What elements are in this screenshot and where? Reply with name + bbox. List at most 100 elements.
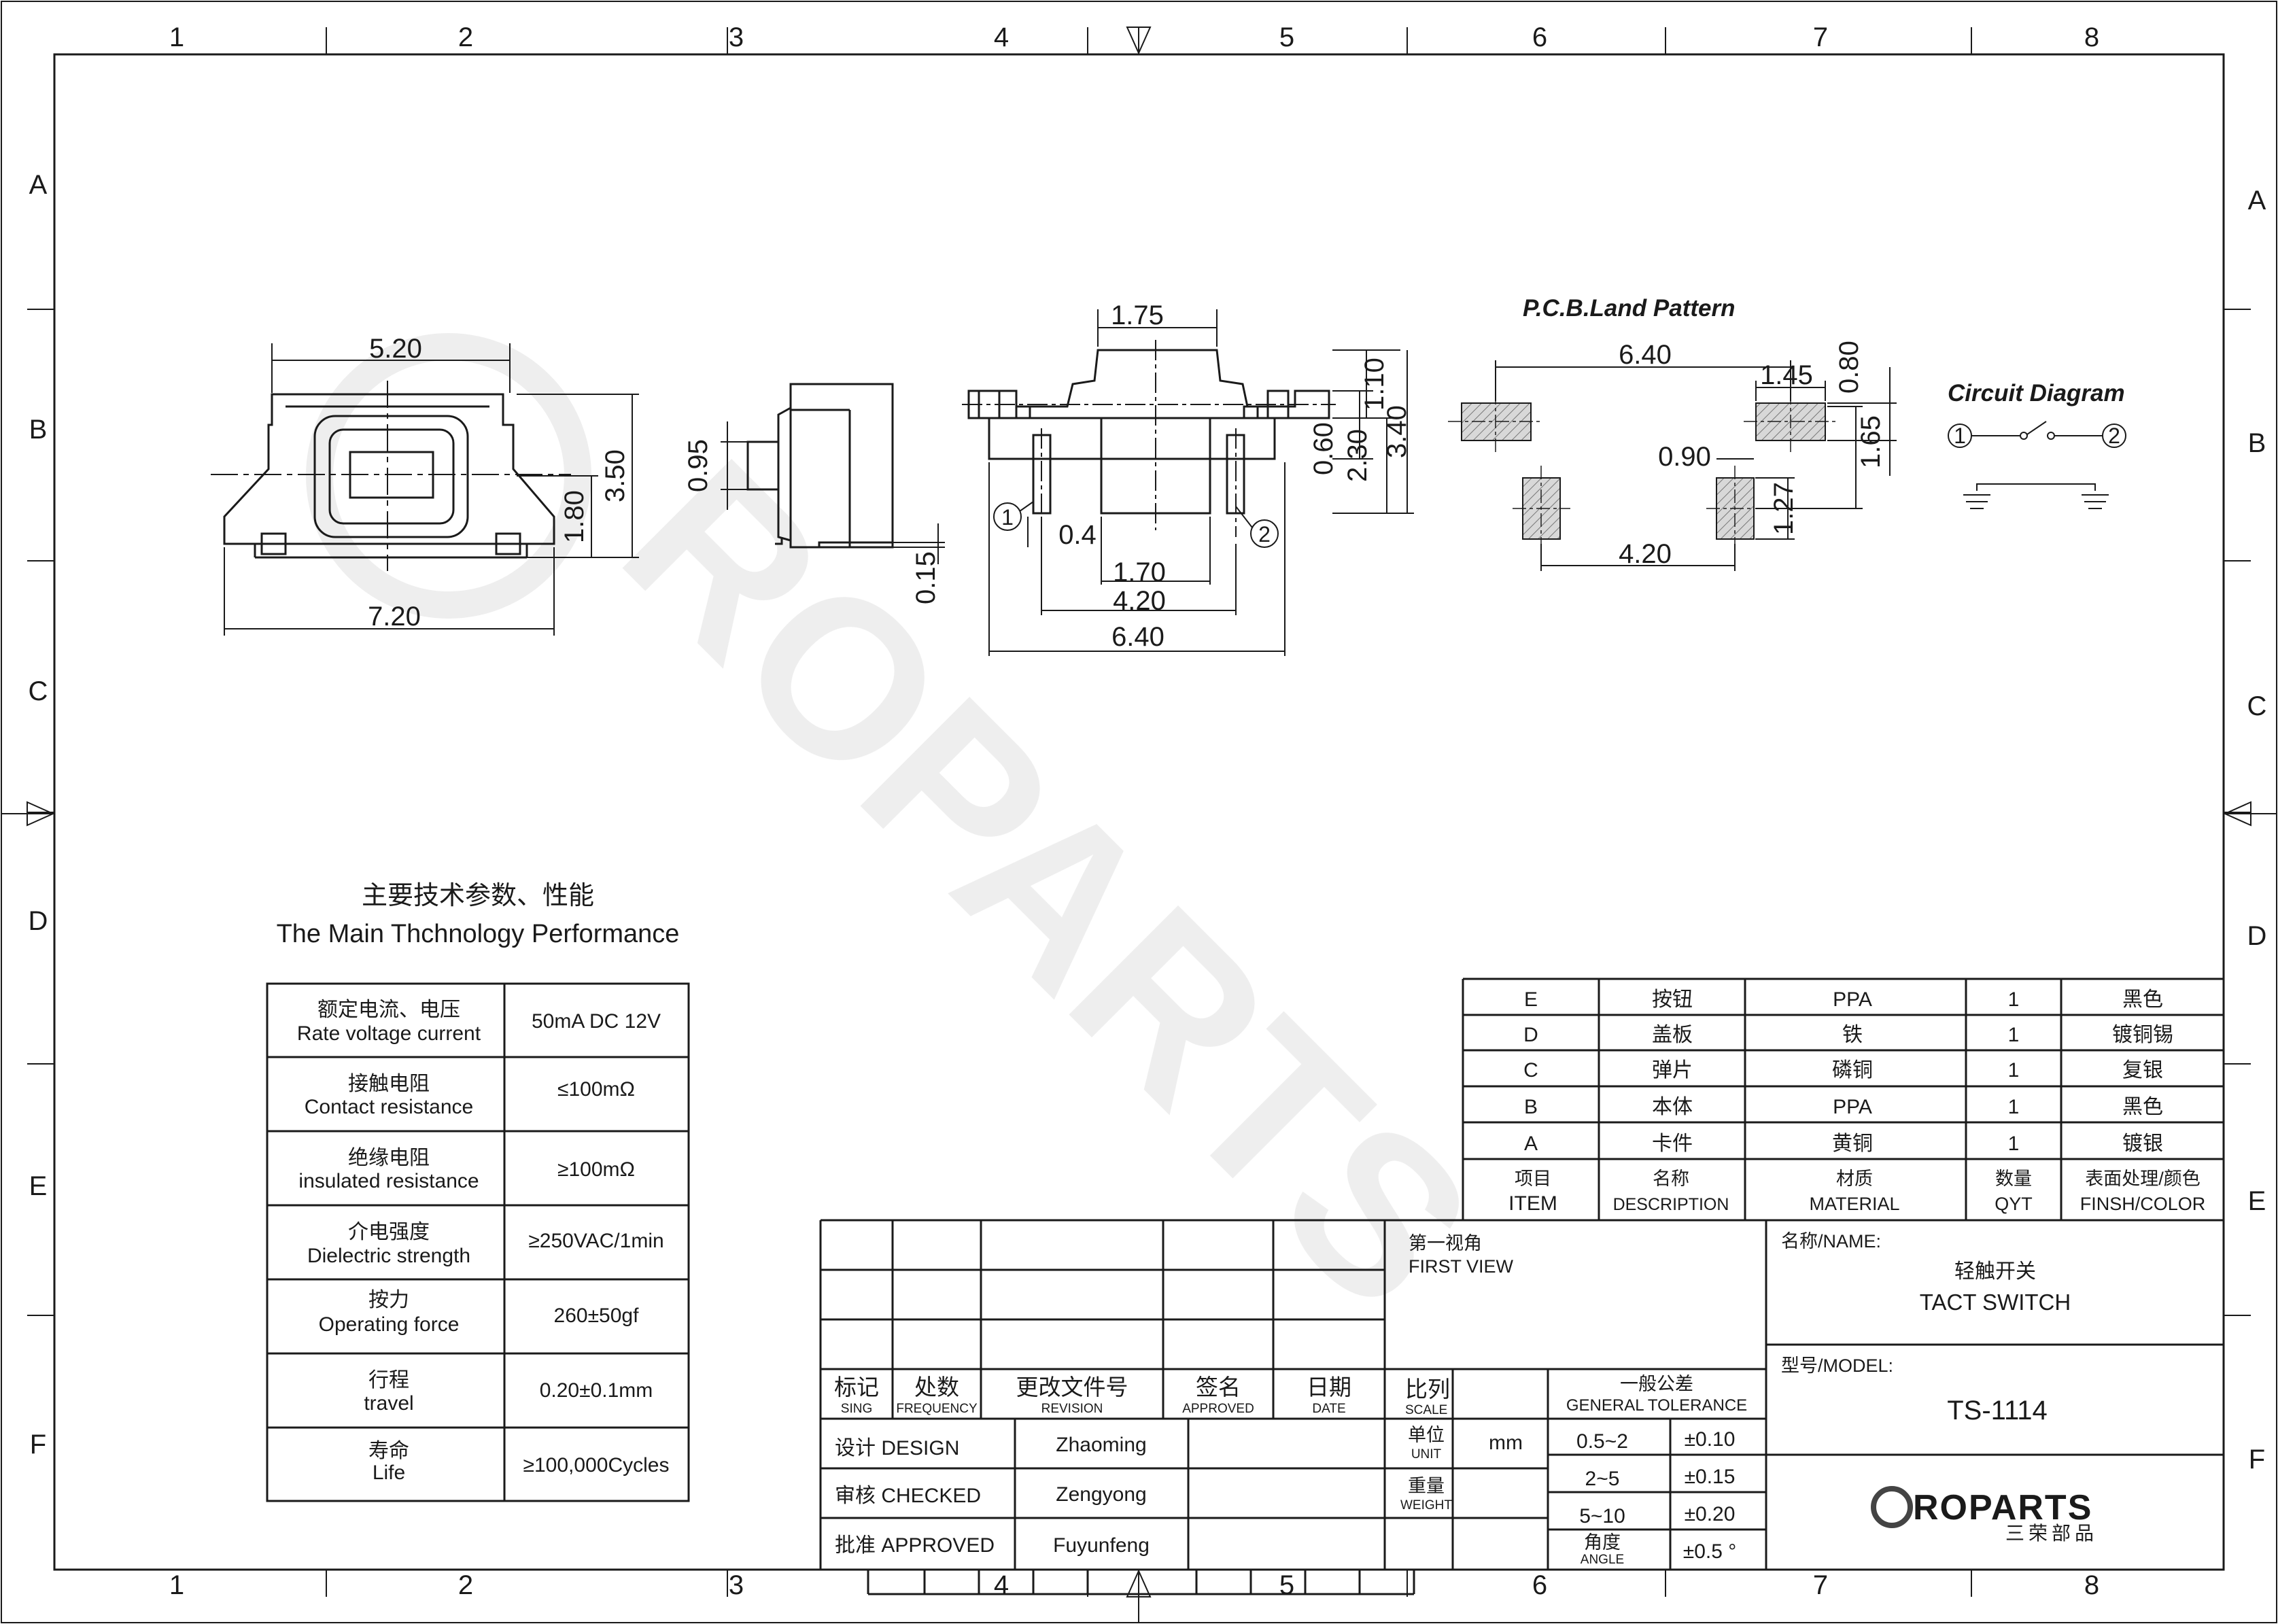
- row-label-left: D: [29, 906, 48, 936]
- bom-header-qty-cn: 数量: [1995, 1169, 2032, 1189]
- row-label-right: F: [2249, 1445, 2265, 1474]
- pin-label-1: 1: [1001, 505, 1014, 530]
- bom-finish: 复银: [2122, 1059, 2163, 1082]
- dim-actuator: 0.95: [683, 439, 713, 492]
- dim-lead: 0.15: [911, 551, 941, 604]
- bom-header-desc-en: DESCRIPTION: [1613, 1195, 1729, 1214]
- rev-header-en: DATE: [1312, 1402, 1345, 1416]
- logo-text: ROPARTS: [1913, 1488, 2092, 1527]
- unit-value: mm: [1489, 1432, 1523, 1454]
- bom-qty: 1: [2008, 1096, 2020, 1118]
- bom-header-fin-cn: 表面处理/颜色: [2085, 1169, 2201, 1189]
- bom-header-qty-en: QYT: [1995, 1194, 2033, 1214]
- tol-value: ±0.20: [1685, 1503, 1736, 1525]
- bom-finish: 黑色: [2122, 1096, 2163, 1118]
- col-label-bottom: 2: [458, 1570, 473, 1600]
- pcb-dim-6-40: 6.40: [1619, 340, 1672, 370]
- col-label-bottom: 1: [169, 1570, 184, 1600]
- weight-cn: 重量: [1408, 1476, 1445, 1496]
- bom-item: D: [1523, 1024, 1538, 1046]
- grid-labels: 1 2 3 4 5 6 7 8 1 2 3 4 5 6 7 8 A B C D …: [29, 22, 2267, 1600]
- col-label-top: 3: [729, 22, 744, 52]
- approved-name: Fuyunfeng: [1053, 1534, 1150, 1557]
- bom-qty: 1: [2008, 1059, 2020, 1082]
- perf-row-value: ≥100,000Cycles: [523, 1454, 670, 1476]
- bom-header-mat-en: MATERIAL: [1809, 1194, 1899, 1214]
- perf-row-cn: 接触电阻: [348, 1073, 430, 1095]
- unit-en: UNIT: [1411, 1447, 1442, 1462]
- bom-qty: 1: [2008, 1024, 2020, 1046]
- pcb-dim-1-65: 1.65: [1856, 415, 1886, 468]
- tol-value: ±0.10: [1685, 1428, 1736, 1451]
- perf-row-cn: 按力: [368, 1289, 409, 1311]
- col-label-bottom: 4: [994, 1570, 1009, 1600]
- bom-desc: 弹片: [1652, 1059, 1693, 1082]
- bom-item: E: [1524, 988, 1538, 1011]
- rev-header-cn: 处数: [914, 1375, 959, 1400]
- bom-material: PPA: [1833, 988, 1872, 1011]
- tol-value: ±0.15: [1685, 1466, 1736, 1488]
- dim-top-width: 5.20: [369, 334, 422, 364]
- dim-0-60: 0.60: [1309, 422, 1339, 475]
- perf-row-en: Rate voltage current: [297, 1022, 481, 1045]
- scale-en: SCALE: [1405, 1403, 1447, 1417]
- col-label-bottom: 6: [1532, 1570, 1547, 1600]
- pcb-dim-0-80: 0.80: [1834, 341, 1864, 394]
- bom-material: 铁: [1842, 1024, 1863, 1046]
- circuit-diagram: Circuit Diagram 1 2: [1948, 380, 2126, 509]
- bom-finish: 黑色: [2122, 988, 2163, 1011]
- front-view-dimensions: 5.20 7.20 3.50 1.80: [368, 334, 630, 632]
- dim-actuator-width: 1.75: [1111, 300, 1164, 330]
- angle-value: ±0.5 °: [1683, 1540, 1737, 1563]
- tol-range: 2~5: [1585, 1468, 1620, 1490]
- dim-6-40: 6.40: [1111, 622, 1164, 652]
- perf-row-en: Dielectric strength: [307, 1245, 470, 1267]
- approved-label: 批准 APPROVED: [835, 1534, 995, 1557]
- perf-row-value: 260±50gf: [554, 1305, 640, 1327]
- dim-2-30: 2.30: [1343, 429, 1373, 482]
- tolerance-en: GENERAL TOLERANCE: [1566, 1396, 1747, 1415]
- bom-header-fin-en: FINSH/COLOR: [2080, 1194, 2206, 1214]
- perf-row-cn: 行程: [368, 1369, 409, 1392]
- performance-section: 主要技术参数、性能 The Main Thchnology Performanc…: [266, 882, 690, 1502]
- perf-row-en: Operating force: [319, 1313, 460, 1336]
- unit-cn: 单位: [1408, 1425, 1445, 1445]
- dim-3-40: 3.40: [1382, 405, 1412, 458]
- perf-row-en: Contact resistance: [305, 1096, 473, 1118]
- main-view-dimensions: 1.75 1.10 0.60 2.30 3.40 0.4 1.70 4.20 6…: [1001, 300, 1412, 652]
- logo-subtext: 三荣部品: [2005, 1523, 2098, 1544]
- pcb-land-pattern: P.C.B.Land Pattern: [1448, 295, 1897, 571]
- pin-label-2: 2: [1258, 522, 1271, 547]
- row-label-right: A: [2248, 186, 2266, 215]
- bom-material: 磷铜: [1832, 1059, 1873, 1082]
- row-label-right: C: [2247, 691, 2267, 721]
- title-block: 标记 SING 处数 FREQUENCY 更改文件号 REVISION 签名 A…: [819, 1219, 2224, 1595]
- bom-header-item-cn: 项目: [1515, 1169, 1551, 1189]
- perf-row-value: ≥100mΩ: [557, 1158, 635, 1181]
- perf-row-en: insulated resistance: [298, 1170, 479, 1192]
- perf-row-value: 50mA DC 12V: [532, 1010, 661, 1033]
- row-label-left: F: [30, 1430, 46, 1459]
- tol-range: 5~10: [1579, 1505, 1625, 1527]
- perf-row-value: 0.20±0.1mm: [540, 1379, 653, 1402]
- main-view: [962, 309, 1414, 656]
- rev-header-cn: 签名: [1196, 1375, 1241, 1400]
- bom-desc: 本体: [1652, 1096, 1693, 1118]
- perf-row-cn: 介电强度: [348, 1221, 430, 1243]
- perf-row-value: ≤100mΩ: [557, 1078, 635, 1101]
- first-view-cn: 第一视角: [1409, 1233, 1482, 1254]
- row-label-left: C: [29, 676, 48, 706]
- col-label-top: 7: [1813, 22, 1828, 52]
- bom-material: PPA: [1833, 1096, 1872, 1118]
- dim-4-20: 4.20: [1113, 586, 1166, 616]
- bom-material: 黄铜: [1832, 1133, 1873, 1155]
- dim-1-70: 1.70: [1113, 557, 1166, 587]
- rev-header-en: APPROVED: [1182, 1402, 1254, 1416]
- rev-header-cn: 标记: [834, 1375, 879, 1400]
- row-label-left: E: [29, 1171, 48, 1201]
- pcb-dim-4-20: 4.20: [1619, 539, 1672, 569]
- design-label: 设计 DESIGN: [835, 1437, 959, 1459]
- row-label-right: B: [2248, 428, 2266, 458]
- rev-header-en: REVISION: [1041, 1402, 1103, 1416]
- name-en: TACT SWITCH: [1920, 1290, 2071, 1315]
